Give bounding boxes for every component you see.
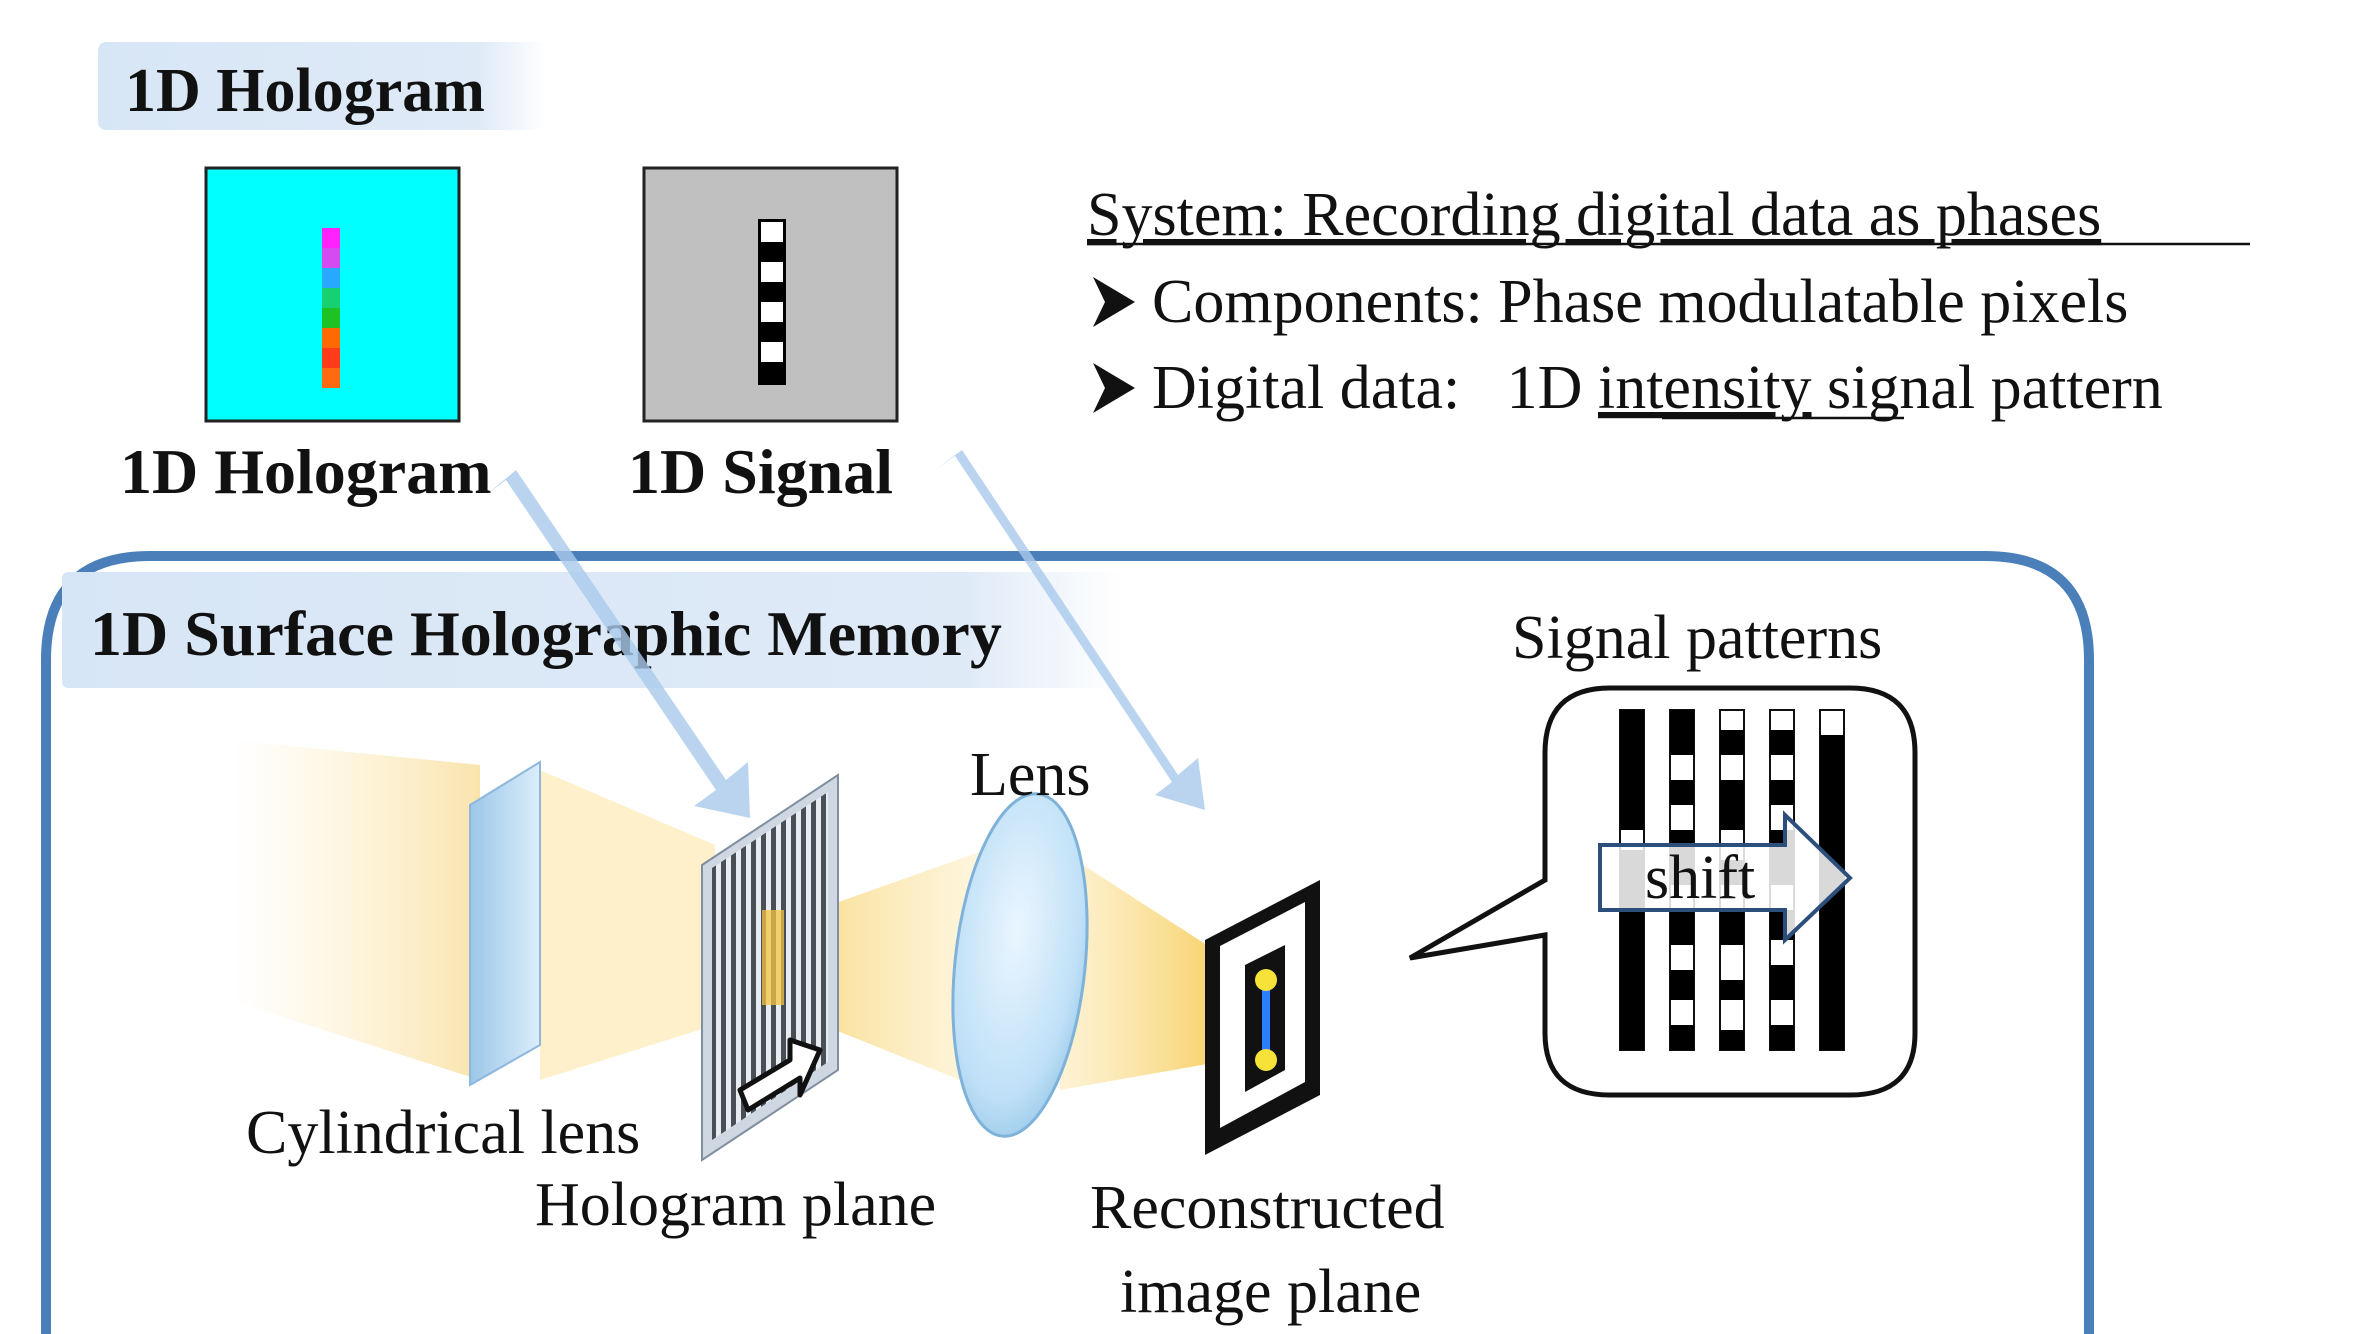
signal-thumbnail-label: 1D Signal xyxy=(628,436,893,507)
incoming-beam xyxy=(230,740,480,1080)
system-description: System: Recording digital data as phases… xyxy=(1087,181,2250,422)
signal-pixel xyxy=(761,262,783,282)
shift-label: shift xyxy=(1645,844,1755,912)
system-heading: System: Recording digital data as phases xyxy=(1087,181,2101,249)
header-background xyxy=(98,42,546,130)
shift-arrow-icon xyxy=(737,1037,823,1113)
signal-pixel xyxy=(761,362,783,382)
reconstructed-signal-line xyxy=(1262,975,1270,1063)
signal-thumbnail xyxy=(642,166,899,423)
arrow-hologram-to-plane xyxy=(486,470,750,818)
hologram-pixel xyxy=(322,368,340,388)
signal-pattern-block xyxy=(1720,1030,1744,1050)
bullet-arrow-icon xyxy=(1093,363,1135,413)
signal-pixel xyxy=(761,242,783,262)
hologram-thumbnail-label: 1D Hologram xyxy=(120,436,492,507)
hologram-pixel xyxy=(322,268,340,288)
memory-title: 1D Surface Holographic Memory xyxy=(90,598,1002,669)
system-bullet-data-prefix: Digital data: 1D xyxy=(1152,354,1598,422)
reconstructed-spot-bottom xyxy=(1255,1049,1277,1071)
signal-pixel xyxy=(761,222,783,242)
reconstructed-label-line1: Reconstructed xyxy=(1090,1174,1445,1242)
hologram-plane-label: Hologram plane xyxy=(535,1171,936,1239)
signal-pattern-block xyxy=(1670,780,1694,805)
hologram-plane xyxy=(701,773,839,1162)
signal-pixel xyxy=(761,302,783,322)
beam-to-hologram xyxy=(540,770,715,1080)
signal-patterns-title: Signal patterns xyxy=(1512,604,1882,672)
signal-pattern-block xyxy=(1770,1025,1794,1050)
signal-pattern-block xyxy=(1720,780,1744,830)
signal-pattern-block xyxy=(1670,970,1694,1000)
hologram-pixel xyxy=(322,328,340,348)
signal-pattern-block xyxy=(1770,965,1794,1000)
signal-pattern-block xyxy=(1670,910,1694,945)
signal-pixel xyxy=(761,322,783,342)
page-title: 1D Hologram xyxy=(125,57,485,125)
memory-title-background xyxy=(62,572,1122,688)
lens-label: Lens xyxy=(970,741,1091,809)
signal-pattern-block xyxy=(1720,910,1744,945)
system-bullet-components: Components: Phase modulatable pixels xyxy=(1152,268,2128,336)
header-block: 1D Hologram xyxy=(98,42,546,130)
signal-pixel-column xyxy=(758,219,786,385)
signal-pattern-block xyxy=(1620,710,1644,830)
hologram-pixel-column xyxy=(322,228,340,388)
hologram-pixel xyxy=(322,228,340,248)
memory-panel-frame xyxy=(41,551,2094,1334)
system-bullet-data-suffix: signal pattern xyxy=(1812,354,2163,422)
reconstructed-spot-top xyxy=(1255,969,1277,991)
arrow-signal-to-image-plane xyxy=(935,450,1205,810)
signal-pattern-block xyxy=(1770,780,1794,805)
system-bullet-data-underlined: intensity xyxy=(1598,354,1812,422)
signal-pattern-block xyxy=(1720,730,1744,755)
image-plane xyxy=(1205,880,1320,1155)
signal-pixel xyxy=(761,342,783,362)
shift-arrow xyxy=(1598,810,1853,945)
hologram-illuminated-strip xyxy=(762,910,784,1005)
lens xyxy=(951,792,1089,1138)
signal-pattern-block xyxy=(1670,1025,1694,1050)
signal-pattern-block xyxy=(1670,710,1694,755)
system-bullet-data: Digital data: 1D intensity signal patter… xyxy=(1152,354,2163,422)
signal-pattern-block xyxy=(1770,730,1794,755)
bullet-arrow-icon xyxy=(1093,277,1135,327)
hologram-pixel xyxy=(322,248,340,268)
signal-pixel xyxy=(761,282,783,302)
cylindrical-lens xyxy=(469,760,541,1087)
reconstructed-label-line2: image plane xyxy=(1120,1258,1421,1326)
hologram-pixel xyxy=(322,348,340,368)
hologram-pixel xyxy=(322,288,340,308)
hologram-pixel xyxy=(322,308,340,328)
beam-to-image-plane xyxy=(1060,850,1230,1090)
cylindrical-lens-label: Cylindrical lens xyxy=(246,1099,640,1167)
hologram-thumbnail xyxy=(204,166,461,423)
signal-pattern-block xyxy=(1720,980,1744,1000)
